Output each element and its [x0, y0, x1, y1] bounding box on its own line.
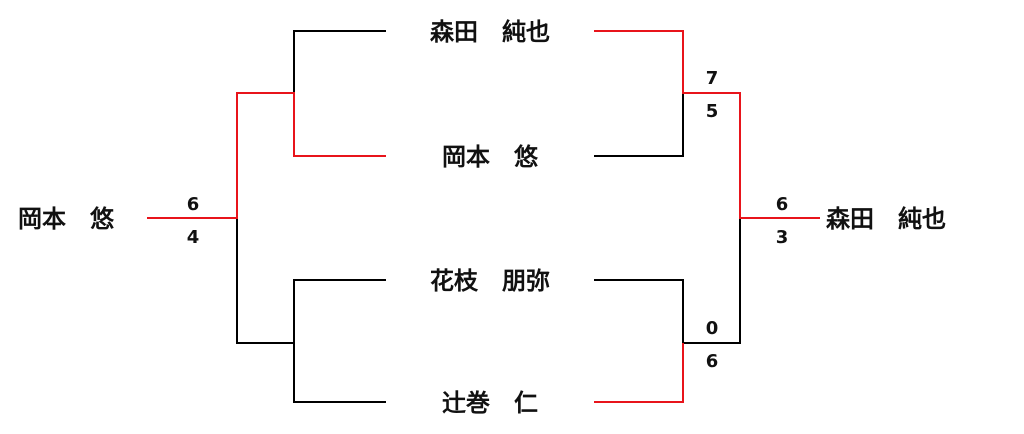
right-winner-path-line — [594, 30, 820, 219]
right-semi-top-score-bottom: 5 — [706, 101, 719, 122]
left-final-score-top: 6 — [187, 194, 200, 215]
left-top-branch-line — [293, 30, 386, 93]
right-winner-name: 森田 純也 — [826, 205, 946, 233]
right-lower-trunk-line — [683, 218, 741, 344]
left-lower-trunk-line — [236, 218, 294, 344]
right-final-score-bottom: 3 — [776, 227, 789, 248]
right-top-lower-branch-line — [594, 93, 684, 157]
right-semi-winner-path-line — [594, 343, 684, 403]
left-bottom-branch-line — [293, 279, 386, 403]
right-semi-top-score-top: 7 — [706, 68, 719, 89]
right-semi-bottom-score-top: 0 — [706, 318, 719, 339]
left-final-score-bottom: 4 — [187, 227, 200, 248]
player-name-top1: 森田 純也 — [430, 18, 550, 46]
right-final-score-top: 6 — [776, 194, 789, 215]
left-winner-path-line — [147, 92, 386, 219]
right-bottom-upper-branch-line — [594, 279, 684, 343]
player-name-bottom2: 辻巻 仁 — [442, 389, 538, 417]
right-semi-bottom-score-bottom: 6 — [706, 351, 719, 372]
player-name-bottom1: 花枝 朋弥 — [430, 267, 550, 295]
left-winner-name: 岡本 悠 — [18, 205, 115, 233]
player-name-top2: 岡本 悠 — [442, 143, 539, 171]
